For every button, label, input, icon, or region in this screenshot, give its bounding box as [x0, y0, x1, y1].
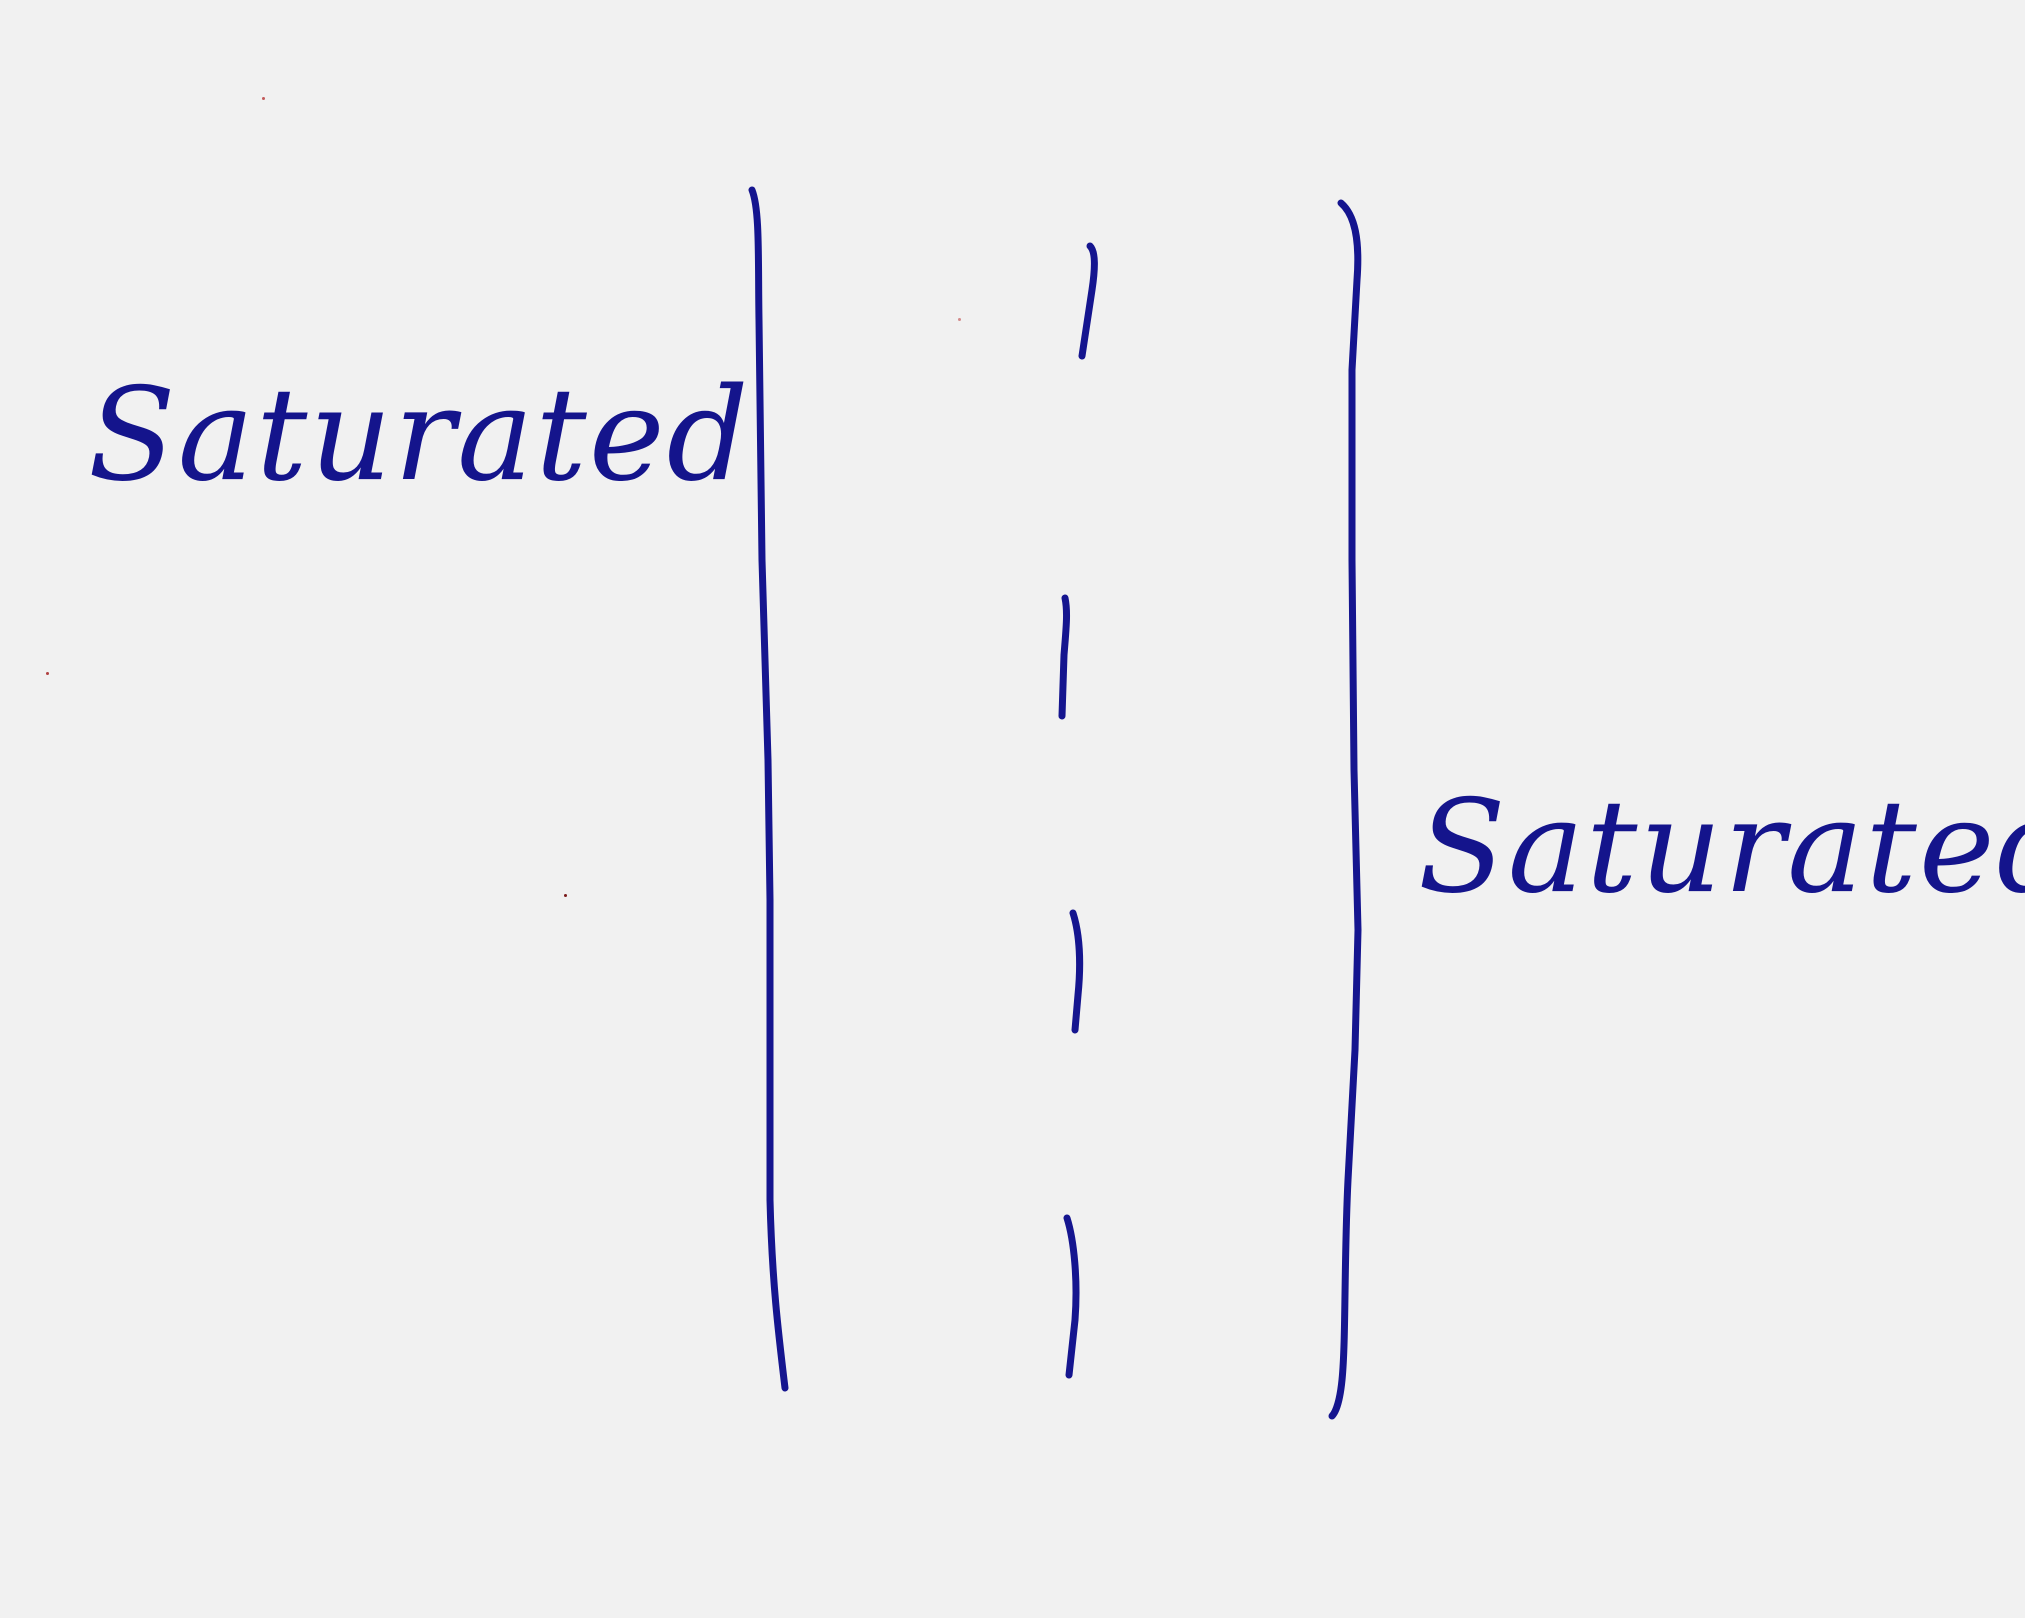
- left-boundary-line: [748, 186, 789, 1392]
- centerline-dash-2: [1058, 594, 1071, 720]
- centerline-dash-4: [1063, 1214, 1080, 1379]
- right-region-label: Saturated: [1418, 773, 2025, 922]
- ink-speck: [262, 97, 265, 100]
- ink-speck: [46, 672, 49, 675]
- ink-speck: [564, 894, 567, 897]
- ink-speck: [958, 318, 961, 321]
- right-boundary-line: [1328, 199, 1362, 1420]
- centerline-dash-3: [1069, 909, 1084, 1034]
- left-region-label: Saturated: [88, 361, 751, 510]
- centerline-dash-1: [1078, 242, 1098, 360]
